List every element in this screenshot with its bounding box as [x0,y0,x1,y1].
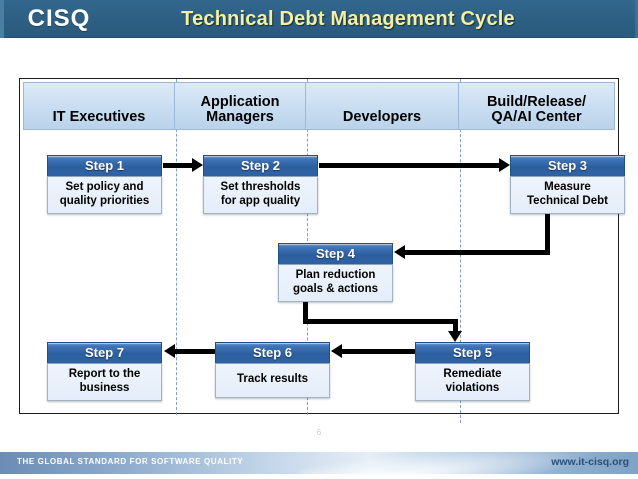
header-right-edge [635,0,638,38]
arrow-step4-to-step5-vertical-b [453,319,458,337]
footer-tagline: THE GLOBAL STANDARD FOR SOFTWARE QUALITY [17,457,244,466]
lane-header-developers: Developers [305,82,458,130]
lane-header-build-release-qa: Build/Release/ QA/AI Center [458,82,615,130]
arrow-step4-to-step5-vertical-a [303,298,308,324]
step-box-7-title: Step 7 [47,342,162,363]
step-box-1[interactable]: Step 1 Set policy and quality priorities [47,155,162,214]
step-box-2[interactable]: Step 2 Set thresholds for app quality [203,155,318,214]
arrow-step2-to-step3-head-icon [499,158,510,172]
slide-header-bar: CISQ Technical Debt Management Cycle [0,0,638,38]
arrow-step4-to-step5-horizontal [303,319,458,324]
lane-header-label: Application Managers [200,94,280,125]
slide-footer-bar: THE GLOBAL STANDARD FOR SOFTWARE QUALITY… [0,452,638,474]
step-box-6-title: Step 6 [215,342,330,363]
lane-header-label: IT Executives [52,109,146,125]
step-box-5[interactable]: Step 5 Remediate violations [415,342,530,401]
step-box-3-title: Step 3 [510,155,625,176]
step-box-4[interactable]: Step 4 Plan reduction goals & actions [278,243,393,302]
arrow-step6-to-step7-line [175,349,218,354]
lane-header-application-managers: Application Managers [174,82,305,130]
step-box-7-body: Report to the business [47,363,162,401]
lane-header-label: Build/Release/ QA/AI Center [486,94,587,125]
arrow-step2-to-step3-line [319,163,501,168]
arrow-step6-to-step7-head-icon [164,344,175,358]
footer-website-link[interactable]: www.it-cisq.org [551,456,629,468]
arrow-step1-to-step2-line [163,163,194,168]
step-box-4-body: Plan reduction goals & actions [278,264,393,302]
step-box-7[interactable]: Step 7 Report to the business [47,342,162,401]
page-title: Technical Debt Management Cycle [181,7,515,30]
cisq-logo: CISQ [0,0,118,38]
step-box-3-body: Measure Technical Debt [510,176,625,214]
arrow-step3-to-step4-vertical [545,209,550,255]
header-left-edge [0,0,4,38]
step-box-6[interactable]: Step 6 Track results [215,342,330,398]
lane-header-it-executives: IT Executives [23,82,174,130]
step-box-4-title: Step 4 [278,243,393,264]
arrow-step1-to-step2-head-icon [192,158,203,172]
arrow-step5-to-step6-head-icon [331,344,342,358]
step-box-1-title: Step 1 [47,155,162,176]
arrow-step4-to-step5-head-icon [448,331,462,342]
lane-header-label: Developers [342,109,422,125]
arrow-step3-to-step4-horizontal [405,250,550,255]
step-box-6-body: Track results [215,363,330,398]
arrow-step5-to-step6-line [342,349,417,354]
arrow-step3-to-step4-head-icon [394,245,405,259]
cisq-logo-text: CISQ [27,5,91,32]
step-box-2-title: Step 2 [203,155,318,176]
swimlane-diagram: IT Executives Application Managers Devel… [19,78,625,423]
page-number: 6 [316,428,322,437]
step-box-5-body: Remediate violations [415,363,530,401]
step-box-2-body: Set thresholds for app quality [203,176,318,214]
lane-divider-1 [176,79,177,415]
step-box-1-body: Set policy and quality priorities [47,176,162,214]
lane-header-row: IT Executives Application Managers Devel… [23,82,615,130]
step-box-5-title: Step 5 [415,342,530,363]
step-box-3[interactable]: Step 3 Measure Technical Debt [510,155,625,214]
